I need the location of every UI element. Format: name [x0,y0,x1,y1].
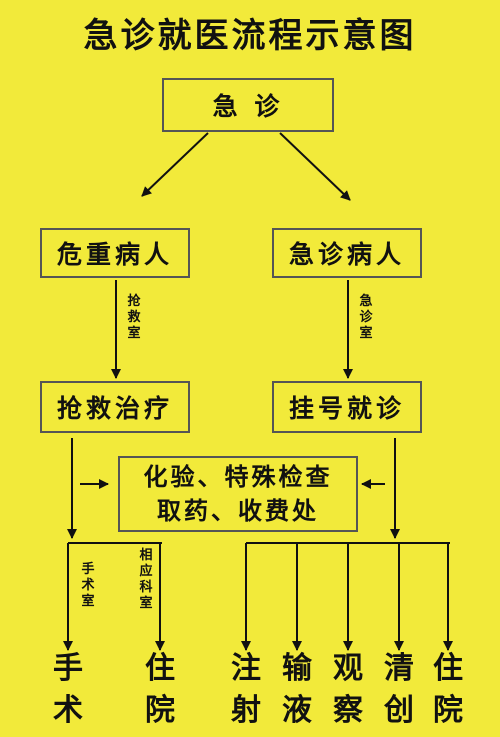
arrow-to-emergency-patient [279,132,351,201]
node-register: 挂号就诊 [272,381,422,433]
node-emergency: 急 诊 [162,78,334,132]
label-rescue-room: 抢救室 [127,294,141,341]
label-operating-room: 手术室 [81,562,95,609]
outcome-debridement: 清创 [384,651,414,728]
node-rescue-treatment: 抢救治疗 [40,381,190,433]
node-emergency-patient: 急诊病人 [272,228,422,278]
outcome-surgery: 手术 [53,651,83,728]
arrow-to-critical [141,132,209,197]
outcome-hospitalization-right: 住院 [433,651,463,728]
outcome-hospitalization: 住院 [145,651,175,728]
outcome-observation: 观察 [333,651,363,728]
outcome-infusion: 输液 [282,651,312,728]
diagram-title: 急诊就医流程示意图 [83,16,417,56]
label-corresponding-dept: 相应科室 [139,548,153,611]
node-critical-patient: 危重病人 [40,228,190,278]
outcome-injection: 注射 [231,651,261,728]
node-lab-pharmacy-billing: 化验、特殊检查 取药、收费处 [118,456,358,532]
label-emergency-room: 急诊室 [359,294,373,341]
